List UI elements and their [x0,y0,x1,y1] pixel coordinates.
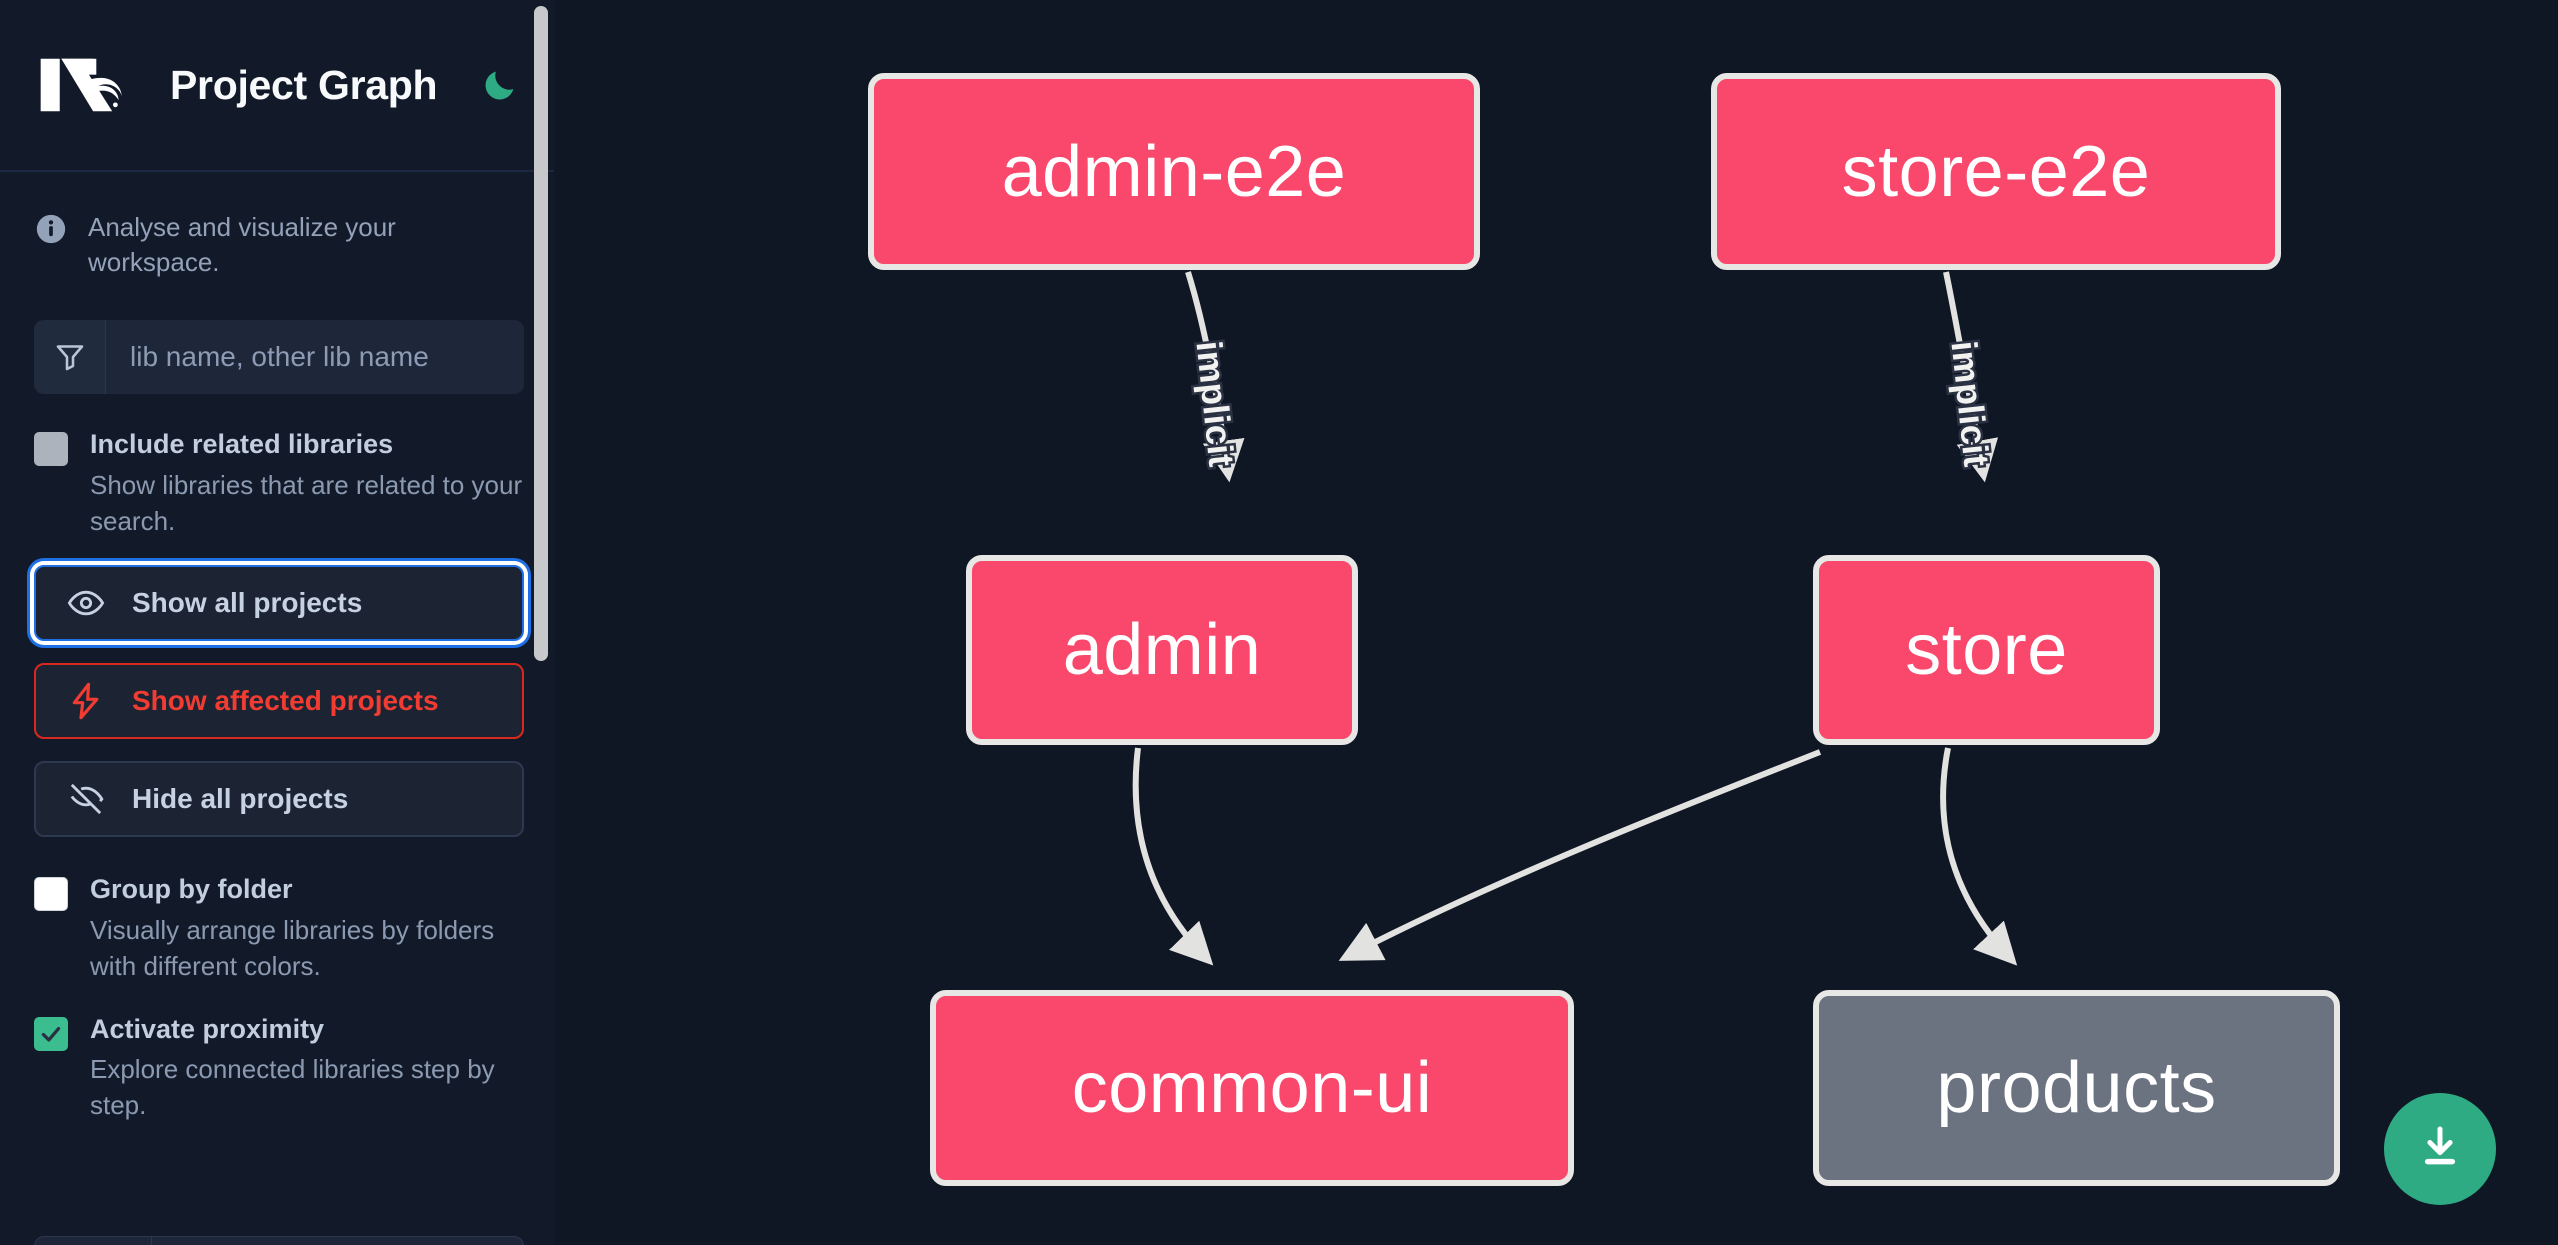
lightning-bolt-icon [66,681,106,721]
node-label-products: products [1936,1048,2217,1128]
graph-node-products[interactable]: products [1813,990,2340,1186]
moon-icon[interactable] [477,62,523,108]
group-by-folder-checkbox[interactable] [34,877,68,912]
edge-label-implicit-admin: implicit [1188,339,1242,469]
graph-node-admin-e2e[interactable]: admin-e2e [868,73,1480,270]
edge-store-products [1940,747,2018,966]
info-banner: Analyse and visualize your workspace. [34,172,524,320]
checkbox-label-include-related-libraries: Include related libraries [90,429,394,460]
node-label-common-ui: common-ui [1071,1048,1433,1128]
download-button[interactable] [2384,1093,2496,1205]
graph-node-common-ui[interactable]: common-ui [930,990,1574,1186]
sidebar-body: Analyse and visualize your workspace. In… [0,172,558,1124]
hide-all-projects-label: Hide all projects [132,783,349,815]
checkbox-desc-group-by-folder: Visually arrange libraries by folders wi… [90,914,495,981]
graph-edges: implicit implicit [1132,271,2018,966]
checkbox-row-include-related-libraries[interactable]: Include related libraries Show libraries… [34,426,524,539]
node-label-admin: admin [1062,610,1262,690]
graph-canvas[interactable]: implicit implicit admin-e2e store-e2e ad… [558,0,2558,1245]
checkbox-row-activate-proximity[interactable]: Activate proximity Explore connected lib… [34,1011,524,1124]
show-all-projects-button[interactable]: Show all projects [34,565,524,642]
filter-search-box[interactable] [34,320,524,395]
node-label-store-e2e: store-e2e [1841,131,2151,212]
show-affected-projects-button[interactable]: Show affected projects [34,663,524,740]
node-label-admin-e2e: admin-e2e [1001,131,1347,212]
hide-all-projects-button[interactable]: Hide all projects [34,761,524,838]
node-label-store: store [1905,610,2068,690]
edge-store-e2e-store [1943,271,1999,483]
info-text: Analyse and visualize your workspace. [88,212,396,278]
sidebar: Project Graph Analyse and visualize your… [0,0,558,1245]
checkbox-label-group-by-folder: Group by folder [90,874,293,905]
graph-node-admin[interactable]: admin [966,555,1358,745]
sidebar-edge [554,0,558,1245]
eye-off-icon [66,779,106,819]
info-circle-icon [34,212,68,246]
proximity-stepper-control[interactable] [34,1236,524,1245]
checkbox-row-group-by-folder[interactable]: Group by folder Visually arrange librari… [34,871,524,984]
edge-admin-common-ui [1132,747,1214,966]
stepper-divider [151,1237,152,1245]
edge-admin-e2e-admin [1185,271,1245,483]
edge-store-common-ui [1338,749,1822,961]
edge-label-implicit-store: implicit [1943,339,1997,469]
checkbox-desc-include-related-libraries: Show libraries that are related to your … [90,469,523,536]
eye-icon [66,583,106,623]
graph-node-store-e2e[interactable]: store-e2e [1711,73,2281,270]
project-visibility-buttons: Show all projects Show affected projects [34,565,524,838]
graph-node-store[interactable]: store [1813,555,2160,745]
include-related-libraries-checkbox[interactable] [34,432,68,467]
download-icon [2413,1120,2467,1179]
funnel-filter-icon [34,320,106,395]
checkbox-desc-activate-proximity: Explore connected libraries step by step… [90,1054,495,1120]
show-affected-projects-label: Show affected projects [132,685,439,717]
activate-proximity-checkbox[interactable] [34,1016,68,1051]
sidebar-header: Project Graph [0,0,558,172]
show-all-projects-label: Show all projects [132,587,363,619]
nx-logo-icon [34,54,130,116]
page-title: Project Graph [170,61,438,108]
checkbox-label-activate-proximity: Activate proximity [90,1013,325,1044]
search-input[interactable] [106,320,524,395]
sidebar-scrollbar-thumb[interactable] [534,6,548,661]
